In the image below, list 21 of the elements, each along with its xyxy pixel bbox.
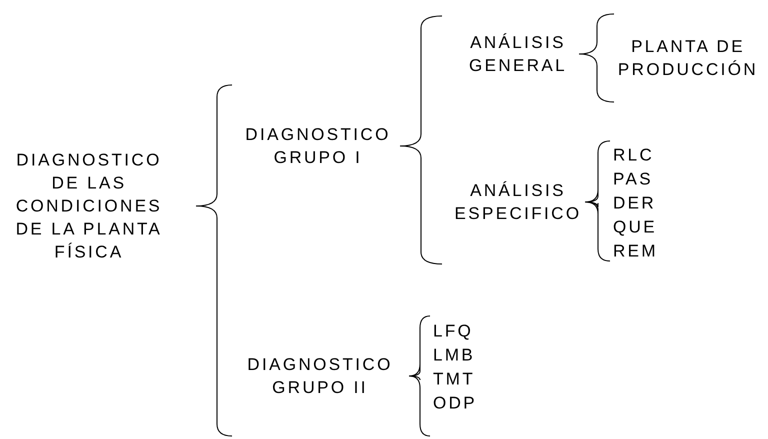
node-label: PLANTA DE PRODUCCIÓN: [612, 13, 767, 103]
node-label: ODP: [428, 391, 488, 437]
node-label: DIAGNOSTICO GRUPO II: [230, 237, 411, 437]
node-label: LMB: [419, 343, 488, 367]
node-label: RLC: [608, 140, 668, 167]
node-label: PAS: [597, 167, 668, 191]
node-label: TMT: [419, 367, 488, 391]
node-label: ANÁLISIS ESPECIFICO: [440, 170, 587, 265]
node-label: LFQ: [428, 315, 488, 343]
curly-brace: [584, 202, 610, 262]
node-label: DIAGNOSTICO DE LAS CONDICIONES DE LA PLANTA FÍSICA: [4, 146, 198, 266]
curly-brace: [408, 316, 430, 376]
curly-brace: [196, 206, 232, 436]
node-label: QUE: [597, 215, 668, 239]
curly-brace: [400, 146, 442, 264]
curly-brace: [408, 376, 430, 436]
node-label: REM: [608, 239, 668, 262]
node-label: DIAGNOSTICO GRUPO I: [230, 84, 402, 208]
node-label: DER: [597, 191, 668, 215]
node-label: ANÁLISIS GENERAL: [440, 15, 581, 95]
curly-brace: [578, 14, 614, 102]
